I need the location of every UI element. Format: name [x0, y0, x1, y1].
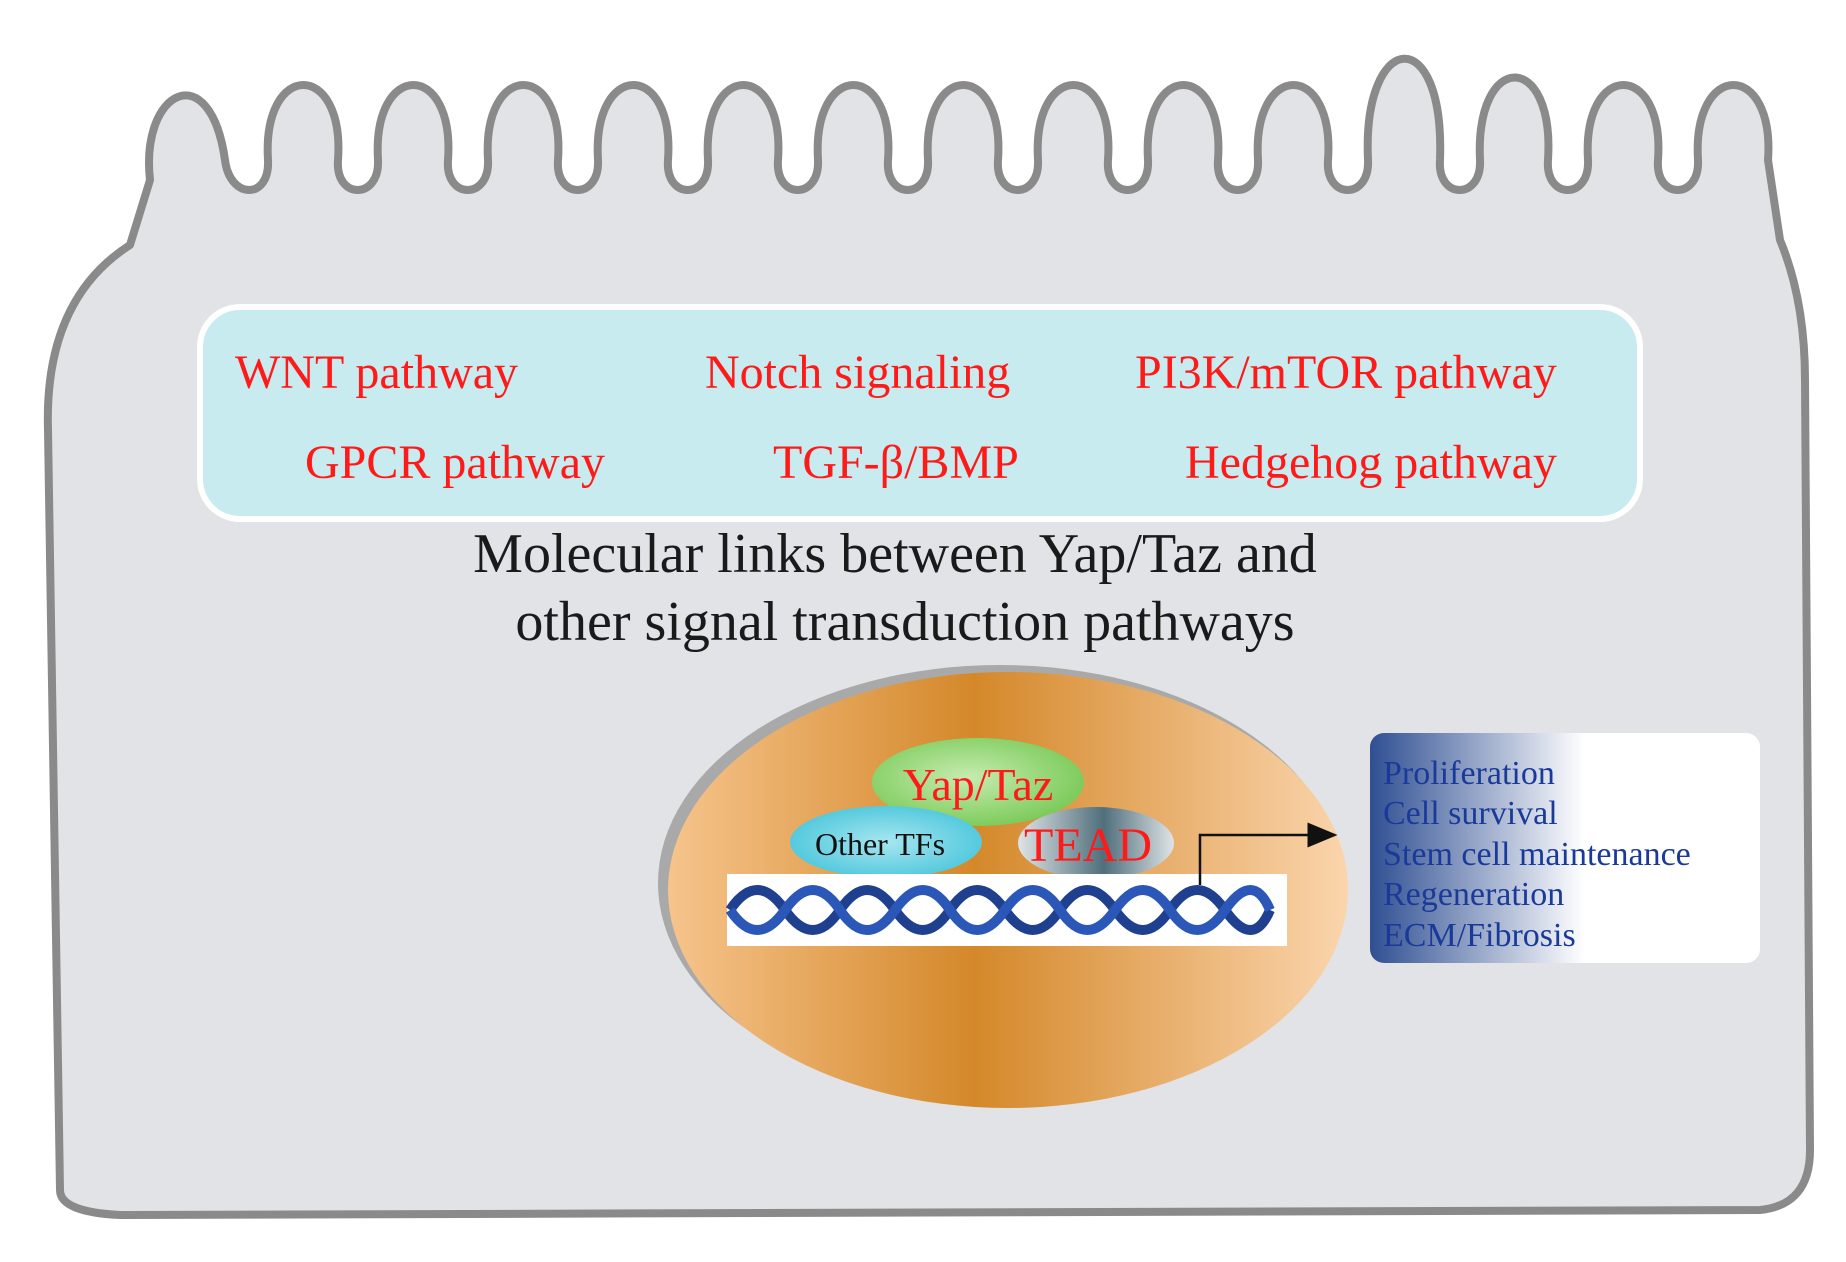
pathway-pi3k-mtor: PI3K/mTOR pathway [1135, 346, 1557, 399]
dna-double-helix [725, 885, 1275, 935]
transcription-arrow [1198, 822, 1338, 885]
pathway-tgf-beta-bmp: TGF-β/BMP [773, 436, 1019, 489]
outcomes-box [1370, 733, 1760, 963]
other-tfs-label: Other TFs [815, 826, 945, 862]
outcome-ecm-fibrosis: ECM/Fibrosis [1383, 917, 1576, 954]
outcome-stem-cell-maintenance: Stem cell maintenance [1383, 836, 1691, 873]
pathways-box [197, 304, 1643, 522]
tead-label: TEAD [1024, 819, 1152, 872]
outcome-proliferation: Proliferation [1383, 755, 1555, 792]
pathway-gpcr: GPCR pathway [305, 436, 605, 489]
pathway-hedgehog: Hedgehog pathway [1185, 436, 1557, 489]
pathway-notch: Notch signaling [705, 346, 1010, 399]
other-tfs-protein [790, 806, 982, 878]
pathway-wnt: WNT pathway [235, 346, 518, 399]
outcome-regeneration: Regeneration [1383, 876, 1564, 913]
yap-taz-label: Yap/Taz [903, 759, 1054, 810]
caption-line-2: other signal transduction pathways [515, 591, 1294, 653]
yap-taz-protein [872, 738, 1084, 826]
outcome-cell-survival: Cell survival [1383, 795, 1558, 832]
caption-line-1: Molecular links between Yap/Taz and [473, 523, 1317, 585]
tead-protein [1018, 807, 1174, 879]
